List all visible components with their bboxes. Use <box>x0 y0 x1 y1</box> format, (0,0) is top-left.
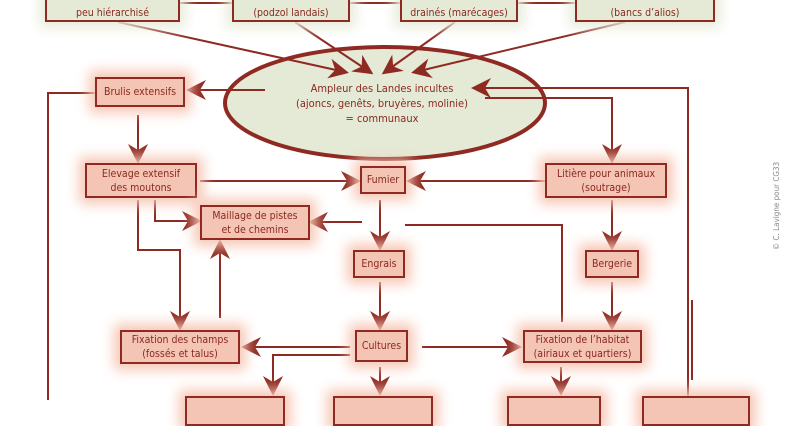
center-ellipse <box>223 45 547 161</box>
node-fumier: Fumier <box>360 166 406 194</box>
node-label: Brulis extensifs <box>103 86 177 98</box>
node-label: drainés (marécages) <box>410 7 508 19</box>
node-engrais: Engrais <box>353 250 405 278</box>
node-label: Litière pour animaux <box>556 167 656 180</box>
node-label: (airiaux et quartiers) <box>533 347 632 360</box>
node-bottom-2 <box>333 396 433 426</box>
node-drainage-network: peu hiérarchisé <box>45 0 180 22</box>
node-label: (fossés et talus) <box>142 348 218 360</box>
node-label: Fixation de l’habitat <box>535 333 630 346</box>
credit: © C. Lavigne pour CG33 <box>772 161 781 250</box>
node-label: et de chemins <box>221 223 289 236</box>
node-label: des moutons <box>110 181 172 194</box>
node-fixation-champs: Fixation des champs (fossés et talus) <box>120 330 240 364</box>
center-line: = communaux <box>345 111 419 125</box>
node-label: (soutrage) <box>581 181 631 194</box>
center-line: (ajoncs, genêts, bruyères, molinie) <box>295 96 469 110</box>
node-alios: (bancs d’alios) <box>575 0 715 22</box>
diagram-links <box>47 2 693 400</box>
node-label: (bancs d’alios) <box>610 7 680 19</box>
node-label: Elevage extensif <box>101 167 181 180</box>
node-label: Fixation des champs <box>131 334 229 346</box>
node-label: Maillage de pistes <box>212 209 298 222</box>
node-bergerie: Bergerie <box>585 250 639 278</box>
node-label: (podzol landais) <box>253 7 329 19</box>
node-label: peu hiérarchisé <box>75 7 150 19</box>
center-line: Ampleur des Landes incultes <box>310 81 454 95</box>
node-bottom-4 <box>642 396 750 426</box>
node-bottom-3 <box>507 396 601 426</box>
center-node: Ampleur des Landes incultes (ajoncs, gen… <box>222 48 542 158</box>
node-label: Bergerie <box>591 258 633 270</box>
node-label: Fumier <box>366 174 400 186</box>
node-soil: (podzol landais) <box>232 0 350 22</box>
node-label: Engrais <box>361 258 397 270</box>
node-bottom-1 <box>185 396 285 426</box>
node-marshes: drainés (marécages) <box>400 0 518 22</box>
node-brulis: Brulis extensifs <box>95 77 185 107</box>
node-cultures: Cultures <box>355 330 408 362</box>
node-litiere: Litière pour animaux(soutrage) <box>545 163 667 198</box>
node-fixation-habitat: Fixation de l’habitat(airiaux et quartie… <box>523 330 642 363</box>
node-label: Cultures <box>361 340 402 352</box>
